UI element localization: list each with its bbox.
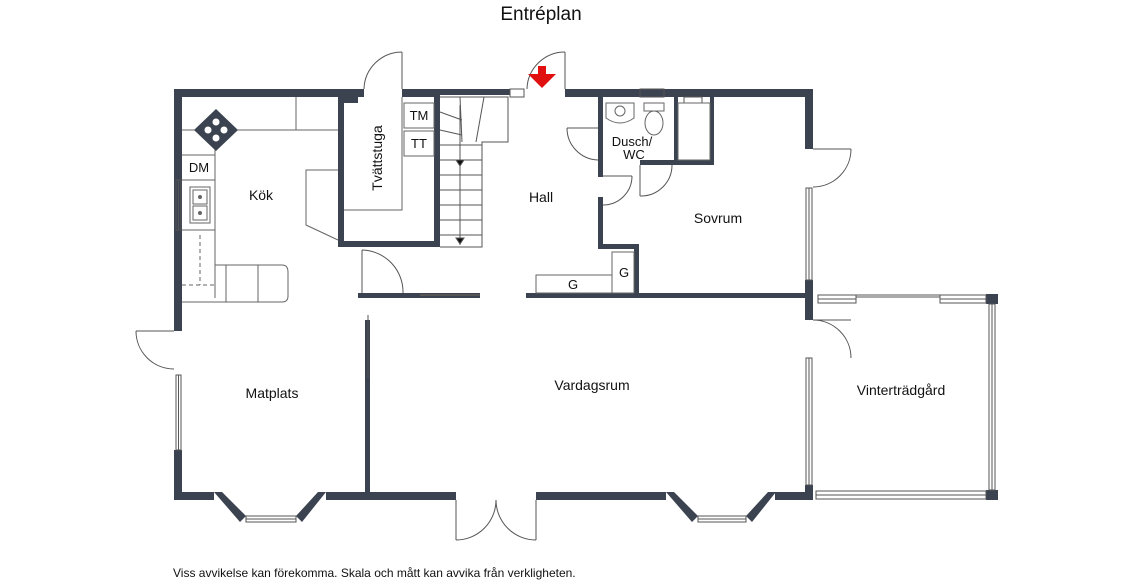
room-labels: Kök DM Tvättstuga TM TT Hall Dusch/ WC S…	[189, 108, 945, 401]
wardrobes	[535, 251, 635, 294]
sink-icon	[189, 186, 211, 224]
sink-icon	[605, 102, 635, 124]
stove-icon	[194, 109, 238, 151]
exterior-walls	[174, 89, 998, 522]
toilet-icon	[643, 102, 665, 136]
staircase	[439, 96, 509, 248]
label-tt: TT	[411, 136, 427, 151]
room-label-kok: Kök	[249, 187, 274, 203]
shower-area	[677, 102, 711, 161]
room-label-wc: WC	[623, 147, 645, 162]
room-label-sovrum: Sovrum	[694, 210, 742, 226]
label-wardrobe-1: G	[568, 277, 578, 292]
label-dm: DM	[189, 160, 209, 175]
doors	[135, 51, 852, 541]
floor-plan-title: Entréplan	[500, 4, 582, 25]
label-wardrobe-2: G	[619, 265, 629, 280]
room-label-tvattstuga: Tvättstuga	[369, 125, 385, 191]
interior-walls	[338, 97, 813, 492]
windows	[175, 88, 996, 523]
label-tm: TM	[410, 108, 429, 123]
room-label-hall: Hall	[529, 189, 553, 205]
room-label-vintertradgard: Vinterträdgård	[857, 382, 945, 398]
room-label-vardagsrum: Vardagsrum	[554, 377, 629, 393]
entrance-arrow-icon	[528, 66, 556, 88]
room-label-matplats: Matplats	[246, 385, 299, 401]
room-label-dusch: Dusch/	[612, 134, 653, 149]
kitchen-fixtures	[182, 97, 435, 303]
disclaimer-text: Viss avvikelse kan förekomma. Skala och …	[173, 566, 576, 580]
